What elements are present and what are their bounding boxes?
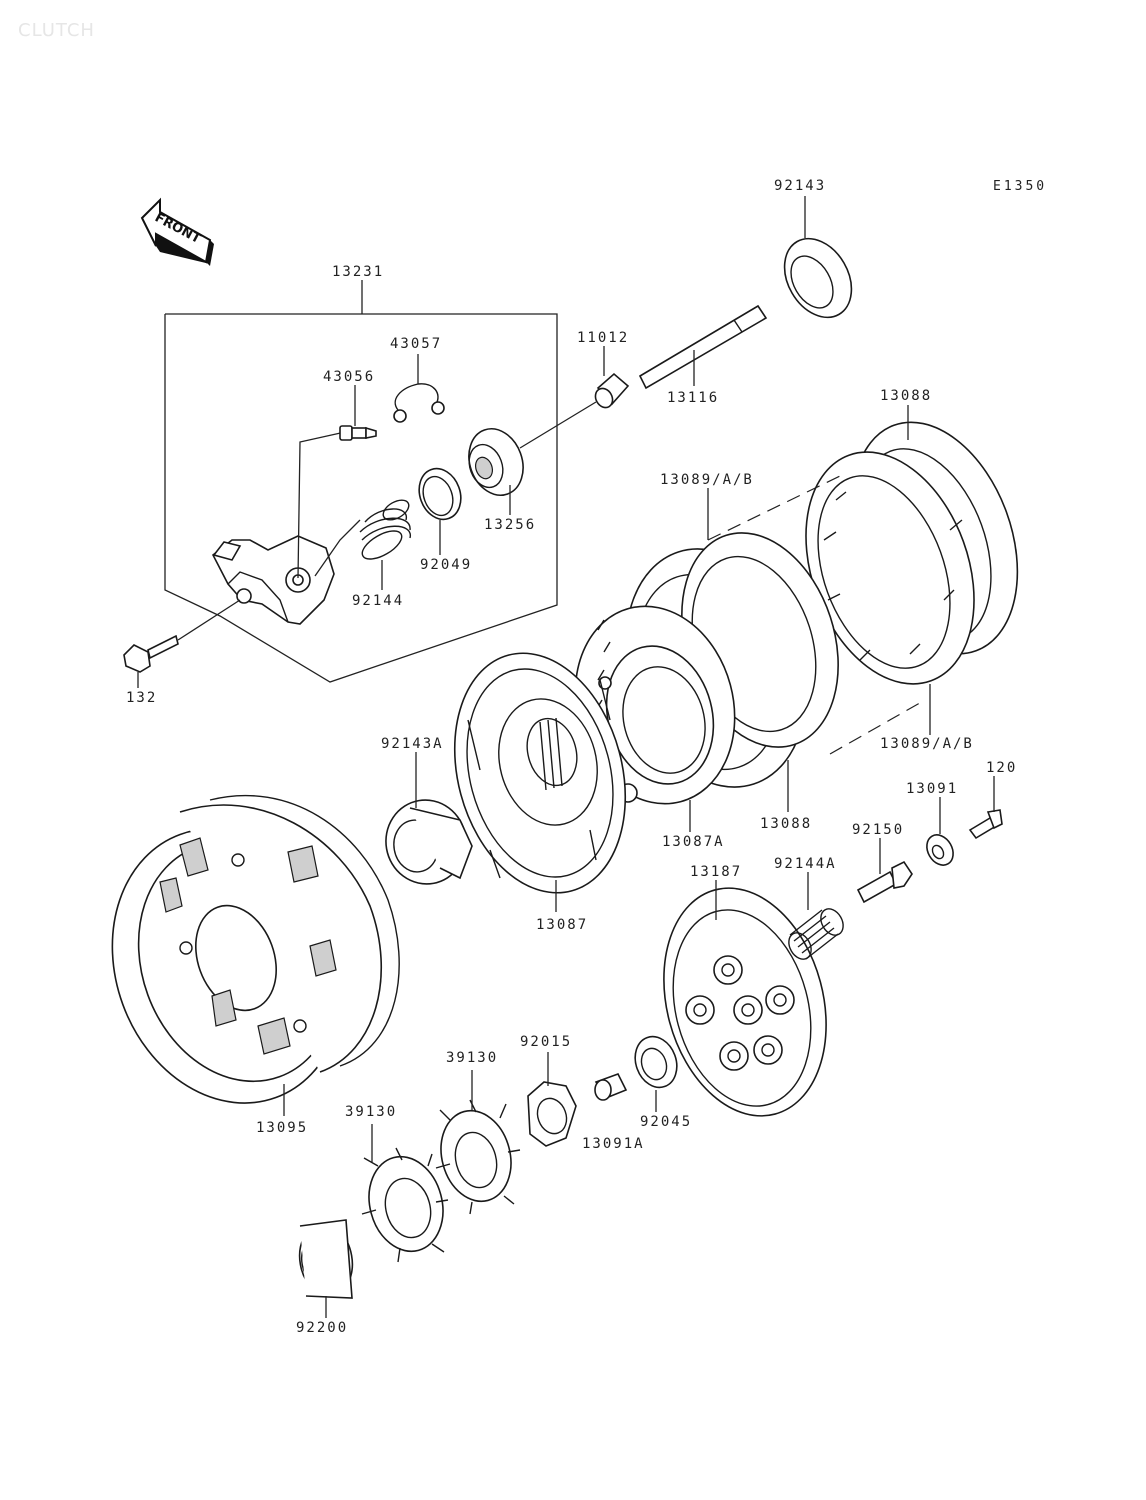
clutch-outer-housing [111,794,400,1104]
release-spring [359,499,411,560]
label-92049: 92049 [420,557,472,573]
label-11012: 11012 [577,330,629,346]
hub-nut [527,1081,577,1147]
release-oring [418,467,462,521]
push-rod-bushing [594,372,630,409]
spring-washer [926,834,954,866]
label-13091: 13091 [906,781,958,797]
label-13087a: 13087A [662,834,725,850]
lock-washer-lower [361,1147,449,1263]
release-assembly-bracket [164,280,558,683]
part-labels: 13231 43057 43056 11012 13116 92143 1308… [126,178,1017,1336]
label-92143: 92143 [774,178,826,194]
release-bearing [634,1035,678,1089]
label-13091a: 13091A [582,1136,645,1152]
label-13256: 13256 [484,517,536,533]
release-piston [468,428,524,496]
label-92143a: 92143A [381,736,444,752]
clutch-spring-plate [663,887,827,1117]
small-bolt [968,809,1003,840]
pusher-pin [594,1073,628,1101]
sleeve-collar [385,799,473,885]
spring-bolt [856,860,913,904]
label-120: 120 [986,760,1017,776]
label-13088-bottom: 13088 [760,816,812,832]
label-92150: 92150 [852,822,904,838]
lock-washer-upper [435,1099,521,1215]
label-13187: 13187 [690,864,742,880]
label-13116: 13116 [667,390,719,406]
oil-seal-top [783,237,853,319]
pressure-plate [453,652,627,894]
mounting-bolt [123,634,179,673]
label-13095: 13095 [256,1120,308,1136]
label-39130-top: 39130 [446,1050,498,1066]
label-13088-top: 13088 [880,388,932,404]
diagram-code: E1350 [993,179,1047,194]
bleed-valve [339,425,377,441]
label-92144: 92144 [352,593,404,609]
label-13089-top: 13089/A/B [660,472,754,488]
bleed-valve-cap [393,383,445,423]
label-92200: 92200 [296,1320,348,1336]
label-13089-bottom: 13089/A/B [880,736,974,752]
watermark-title: CLUTCH [18,20,95,41]
label-92045: 92045 [640,1114,692,1130]
label-39130-bottom: 39130 [345,1104,397,1120]
label-92015: 92015 [520,1034,572,1050]
label-43057: 43057 [390,336,442,352]
push-rod [638,304,768,390]
steel-plate-rear [805,451,975,685]
front-direction-arrow: FRONT [140,197,214,266]
release-lever-housing [211,535,335,625]
label-13087: 13087 [536,917,588,933]
clutch-spring [788,908,844,960]
label-92144a: 92144A [774,856,837,872]
label-132: 132 [126,690,157,706]
spline-spacer [298,1219,354,1299]
label-43056: 43056 [323,369,375,385]
label-13231: 13231 [332,264,384,280]
